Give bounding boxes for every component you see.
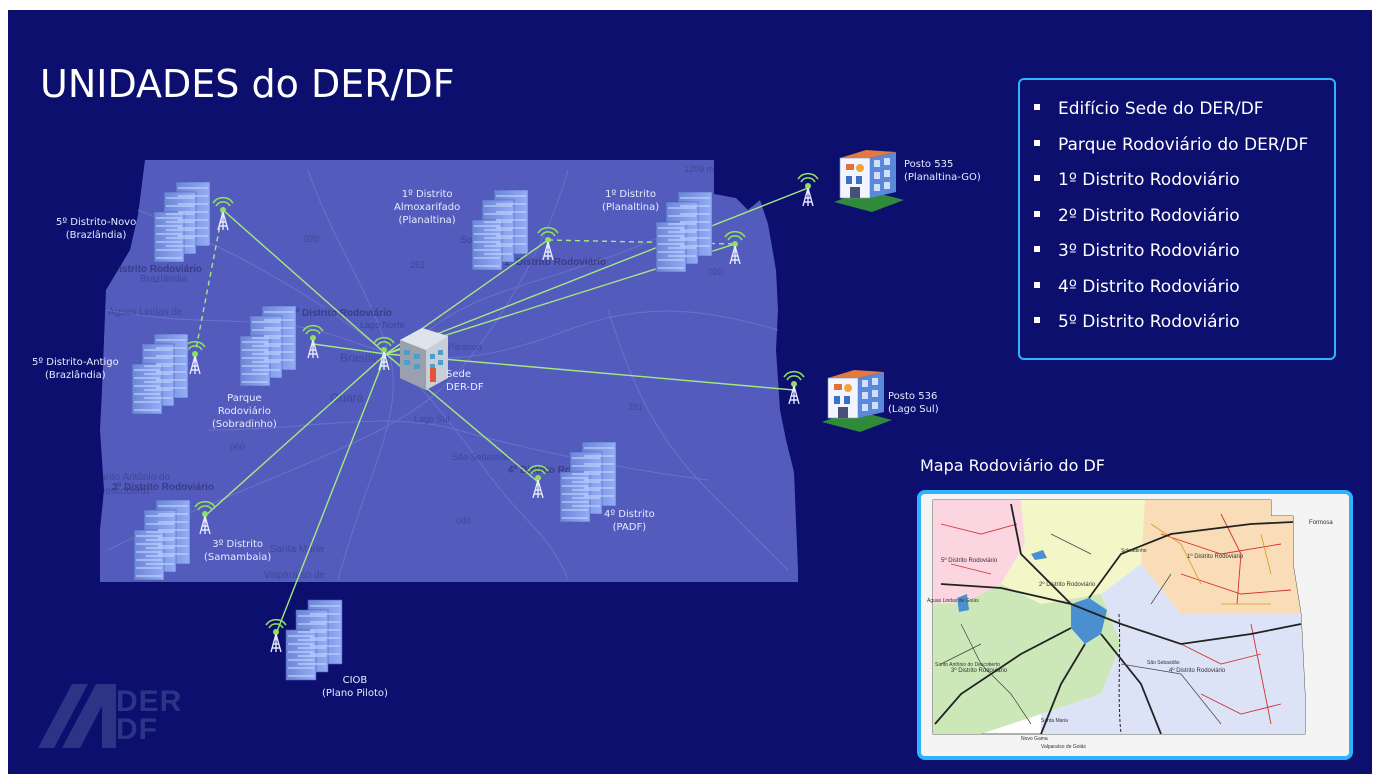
- road-map-label-formosa: Formosa: [1309, 520, 1333, 526]
- road-map-frame: 5º Distrito Rodoviário 2º Distrito Rodov…: [917, 490, 1353, 760]
- label-d4: 4º Distrito(PADF): [604, 509, 655, 533]
- bullet-icon: [1034, 139, 1040, 146]
- building-icon: [285, 599, 343, 681]
- map-label-lago-norte: Lago Norte: [360, 320, 405, 330]
- bullet-icon: [1034, 317, 1040, 323]
- legend-item: 5º Distrito Rodoviário: [1034, 305, 1334, 341]
- network-diagram: Distrito Rodoviário Brazlândia 2º Distri…: [94, 149, 905, 681]
- road-map-label-sobradinho: Sobradinho: [1121, 548, 1147, 554]
- map-label-lago-sul: Lago Sul: [414, 414, 450, 424]
- der-logo-icon: [38, 684, 116, 748]
- logo-line1: DER: [116, 685, 183, 718]
- label-d5-novo: 5º Distrito-Novo(Brazlândia): [56, 217, 137, 241]
- map-label-sao-sebastiao: São Sebastião: [452, 452, 511, 462]
- link-d5-dashed: [194, 209, 224, 355]
- road-map-label-d2: 2º Distrito Rodoviário: [1039, 581, 1096, 588]
- road-map-label-d3: 3º Distrito Rodoviário: [951, 667, 1008, 674]
- house-icon: [833, 149, 905, 213]
- bullet-icon: [1034, 104, 1040, 110]
- legend-item: Parque Rodoviário do DER/DF: [1034, 128, 1334, 164]
- map-label-brazlandia: Brazlândia: [140, 274, 188, 285]
- map-label-guara: Guará: [330, 391, 364, 405]
- map-label-valparaiso: Valparaíso de: [264, 570, 325, 581]
- slide: UNIDADES do DER/DF: [8, 10, 1372, 774]
- link-ciob: [275, 353, 387, 635]
- legend-item: Edifício Sede do DER/DF: [1034, 92, 1334, 128]
- road-map-label-valparaiso: Valparaíso de Goiás: [1041, 744, 1086, 750]
- road-map-title: Mapa Rodoviário do DF: [920, 456, 1105, 475]
- label-posto535: Posto 535(Planaltina-GO): [904, 159, 981, 183]
- antenna-icon: [265, 618, 287, 653]
- label-d5-antigo: 5º Distrito-Antigo(Brazlândia): [32, 357, 119, 381]
- map-label-d4: 4º Distrito Rodoviário: [508, 465, 610, 476]
- legend-list: Edifício Sede do DER/DF Parque Rodoviári…: [1020, 80, 1334, 341]
- legend-item: 4º Distrito Rodoviário: [1034, 270, 1334, 306]
- legend-item: 2º Distrito Rodoviário: [1034, 199, 1334, 235]
- logo-line2: DF: [116, 713, 158, 746]
- map-label-d1: 1º Distrito Rodoviário: [504, 257, 606, 268]
- map-label-paranoa: Paranoá: [448, 342, 482, 352]
- bullet-icon: [1034, 246, 1040, 252]
- road-map-label-d4: 4º Distrito Rodoviário: [1169, 667, 1226, 674]
- page-title: UNIDADES do DER/DF: [40, 62, 455, 106]
- link-posto536: [385, 353, 795, 391]
- legend-item: 3º Distrito Rodoviário: [1034, 234, 1334, 270]
- link-d5-novo: [222, 209, 387, 355]
- logo-text: DER DF: [116, 685, 183, 746]
- legend-box: Edifício Sede do DER/DF Parque Rodoviári…: [1018, 78, 1336, 360]
- map-label-santo-antonio: Santo Antônio do: [94, 472, 171, 483]
- label-d1-planaltina: 1º Distrito(Planaltina): [602, 189, 660, 213]
- map-label-road-040: 040: [456, 516, 471, 526]
- road-map-label-aguas: Águas Lindas de Goiás: [927, 597, 979, 604]
- legend-item: 1º Distrito Rodoviário: [1034, 163, 1334, 199]
- bullet-icon: [1034, 210, 1040, 217]
- label-d3: 3º Distrito(Samambaia): [204, 539, 272, 563]
- map-label-elevation: 1209 m: [684, 164, 714, 174]
- link-parque: [312, 343, 387, 355]
- road-map: 5º Distrito Rodoviário 2º Distrito Rodov…: [921, 494, 1349, 756]
- road-map-label-santa-maria: Santa Maria: [1041, 718, 1068, 724]
- road-map-label-d5: 5º Distrito Rodoviário: [941, 557, 998, 564]
- map-label-d5: Distrito Rodoviário: [112, 264, 202, 275]
- road-map-label-d1: 1º Distrito Rodoviário: [1187, 553, 1244, 560]
- bullet-icon: [1034, 175, 1040, 181]
- road-map-label-santo: Santo Antônio do Descoberto: [935, 662, 1000, 668]
- map-label-road-020b: 020: [708, 267, 723, 277]
- road-map-label-sao-sebastiao: São Sebastião: [1147, 660, 1180, 666]
- label-posto536: Posto 536(Lago Sul): [888, 391, 939, 415]
- bullet-icon: [1034, 281, 1040, 288]
- antenna-icon: [783, 370, 805, 405]
- df-map-area: [100, 160, 798, 582]
- map-label-brasilia: Brasília: [340, 351, 380, 365]
- road-map-label-novo-gama: Novo Gama: [1021, 736, 1048, 742]
- map-label-aguas-lindas: Águas Lindas de: [108, 305, 183, 318]
- map-label-road-060: 060: [230, 442, 245, 452]
- map-label-road-251b: 251: [628, 402, 643, 412]
- map-label-road-020: 020: [304, 234, 319, 244]
- sede-building-icon: [400, 328, 448, 390]
- map-label-santa-maria: Santa Maria: [270, 544, 324, 555]
- label-ciob: CIOB(Plano Piloto): [322, 675, 388, 699]
- house-icon: [821, 369, 893, 433]
- link-d3: [204, 353, 387, 517]
- map-label-d3: 3º Distrito Rodoviário: [112, 482, 214, 493]
- link-posto535: [385, 187, 809, 355]
- antenna-icon: [797, 172, 819, 207]
- map-label-road-251: 251: [410, 260, 425, 270]
- map-label-descoberto: Descoberto: [98, 486, 150, 497]
